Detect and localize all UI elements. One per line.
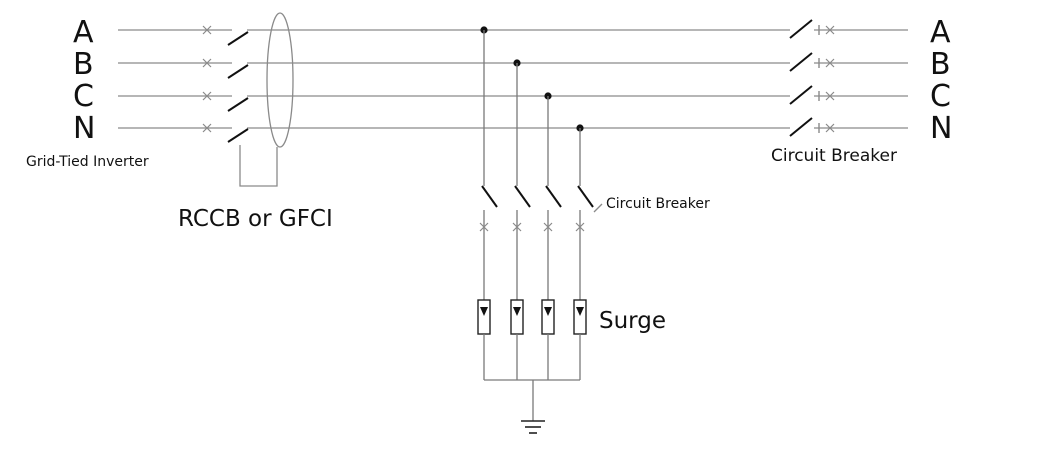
junction-dots [480,26,584,132]
phase-a-left: A [73,15,94,50]
rccb-contacts [227,31,249,143]
phase-b-left: B [73,47,94,82]
bus-lines-left [118,29,232,129]
terminal-marks-right [825,25,835,133]
surge-common-bus [483,334,581,421]
main-breaker-label: Circuit Breaker [771,146,897,166]
branch-lower-drops [483,210,581,300]
phase-c-left: C [73,79,94,114]
inverter-label: Grid-Tied Inverter [26,154,149,170]
phase-c-right: C [930,79,951,114]
bus-lines-main [247,29,790,129]
surge-arresters [477,299,587,335]
branch-breaker-pointer [593,203,603,213]
branch-terminal-marks [479,222,585,232]
rccb-label: RCCB or GFCI [178,206,333,232]
bus-lines-right [814,29,908,129]
branch-breaker-label: Circuit Breaker [606,196,710,212]
rccb-sensing-coil [266,12,294,148]
branch-breaker-contacts [481,185,594,208]
phase-b-right: B [930,47,951,82]
phase-n-right: N [930,111,952,146]
phase-n-left: N [73,111,95,146]
phase-a-right: A [930,15,951,50]
main-breaker-contacts [789,19,813,137]
branch-drops [483,30,581,186]
terminal-marks-left [202,25,212,133]
rccb-test-loop [239,145,278,187]
surge-label: Surge [599,308,666,334]
ground-icon [521,420,545,434]
